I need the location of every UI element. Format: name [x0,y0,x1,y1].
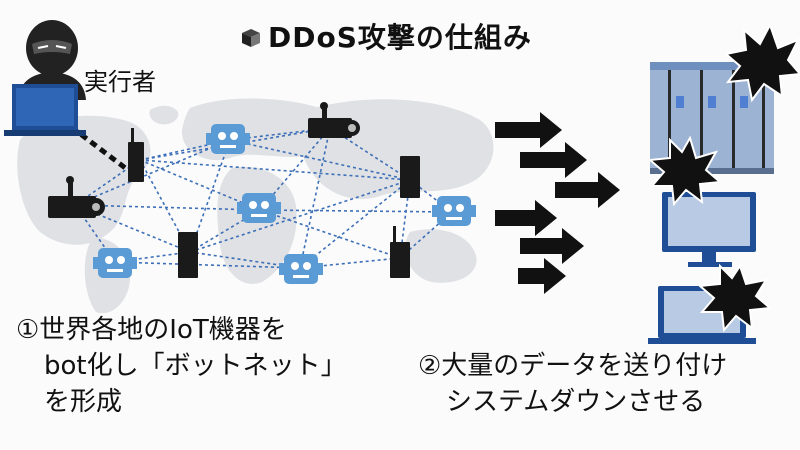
step2-line: ②大量のデータを送り付け [418,351,728,381]
diagram-title: DDoS攻撃の仕組み [240,16,532,56]
laptop-icon [4,84,86,136]
title-text: DDoS攻撃の仕組み [268,21,532,54]
step1-line: ①世界各地のIoT機器を [16,315,287,345]
arrow-icon [495,112,620,294]
step1-line: を形成 [44,387,123,417]
step1-line: bot化し「ボットネット」 [44,351,347,381]
step2-line: システムダウンさせる [446,387,706,417]
explosion-icon [647,22,800,333]
step2-caption: ②大量のデータを送り付け システムダウンさせる [418,348,727,420]
router-icon [128,128,420,278]
robot-icon [93,124,476,284]
camera-icon [48,102,360,218]
step1-caption: ①世界各地のIoT機器を bot化し「ボットネット」 を形成 [16,312,347,420]
cube-icon [242,29,260,47]
actor-label: 実行者 [84,68,156,96]
